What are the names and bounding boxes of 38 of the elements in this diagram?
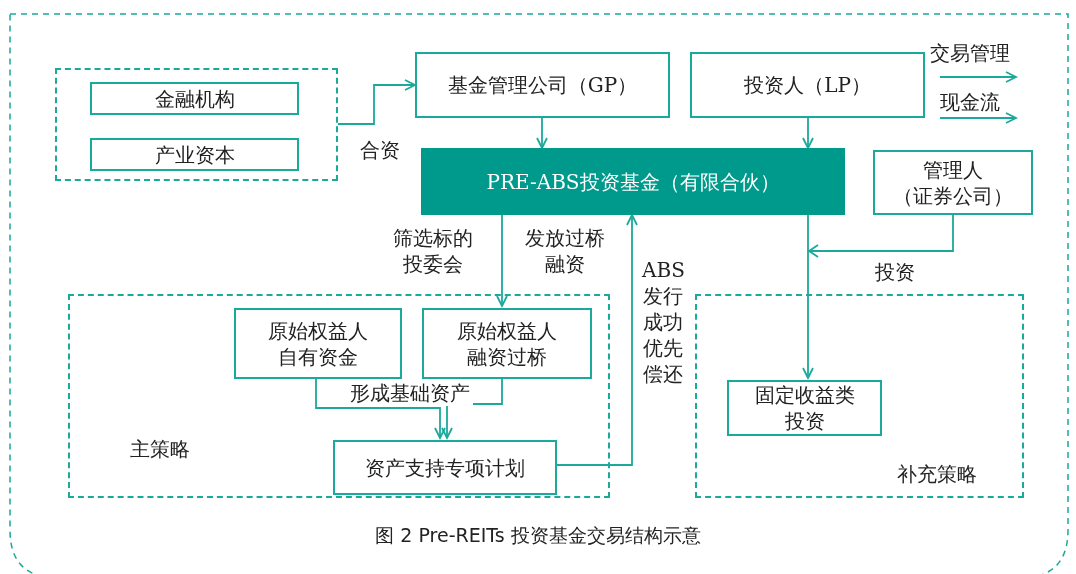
- fund-box: [421, 148, 845, 215]
- arrow: [554, 214, 638, 466]
- legend-label: 现金流: [940, 89, 1000, 115]
- arrow: [496, 214, 508, 307]
- box-label: 金融机构: [154, 85, 235, 112]
- box-label: 投资人（LP）: [744, 72, 871, 98]
- process-box: [690, 52, 925, 118]
- box-label: 固定收益类投资: [753, 382, 856, 434]
- arrow: [802, 214, 954, 379]
- edge-label: 合资: [359, 137, 401, 163]
- process-box: [727, 380, 882, 436]
- process-box: [873, 150, 1033, 215]
- arrow: [802, 117, 814, 149]
- caption: 图 2 Pre-REITs 投资基金交易结构示意: [374, 523, 702, 548]
- arrow: [315, 376, 446, 439]
- arrow: [337, 79, 416, 125]
- box-label: 产业资本: [154, 141, 235, 168]
- box-label: PRE-ABS投资基金（有限合伙）: [486, 168, 780, 195]
- legend-label: 交易管理: [930, 40, 1010, 66]
- process-box: [90, 138, 299, 171]
- edge-label: 投资: [874, 259, 916, 285]
- dashed-group-box: [68, 294, 610, 498]
- dashed-group-box: [55, 68, 338, 181]
- process-box: [333, 440, 557, 495]
- process-box: [234, 308, 402, 379]
- arrow: [536, 117, 548, 149]
- process-box: [90, 82, 299, 115]
- box-label: 管理人（证券公司）: [892, 156, 1014, 209]
- box-label: 原始权益人融资过桥: [456, 317, 558, 370]
- box-label: 资产支持专项计划: [365, 454, 525, 481]
- process-box: [415, 52, 670, 118]
- box-label: 原始权益人自有资金: [267, 317, 369, 370]
- box-label: 基金管理公司（GP）: [447, 72, 638, 98]
- edge-label: 形成基础资产: [347, 380, 473, 406]
- dashed-group-box: [695, 294, 1024, 498]
- group-heading: 主策略: [130, 436, 190, 462]
- group-heading: 补充策略: [897, 461, 977, 487]
- process-box: [422, 308, 592, 379]
